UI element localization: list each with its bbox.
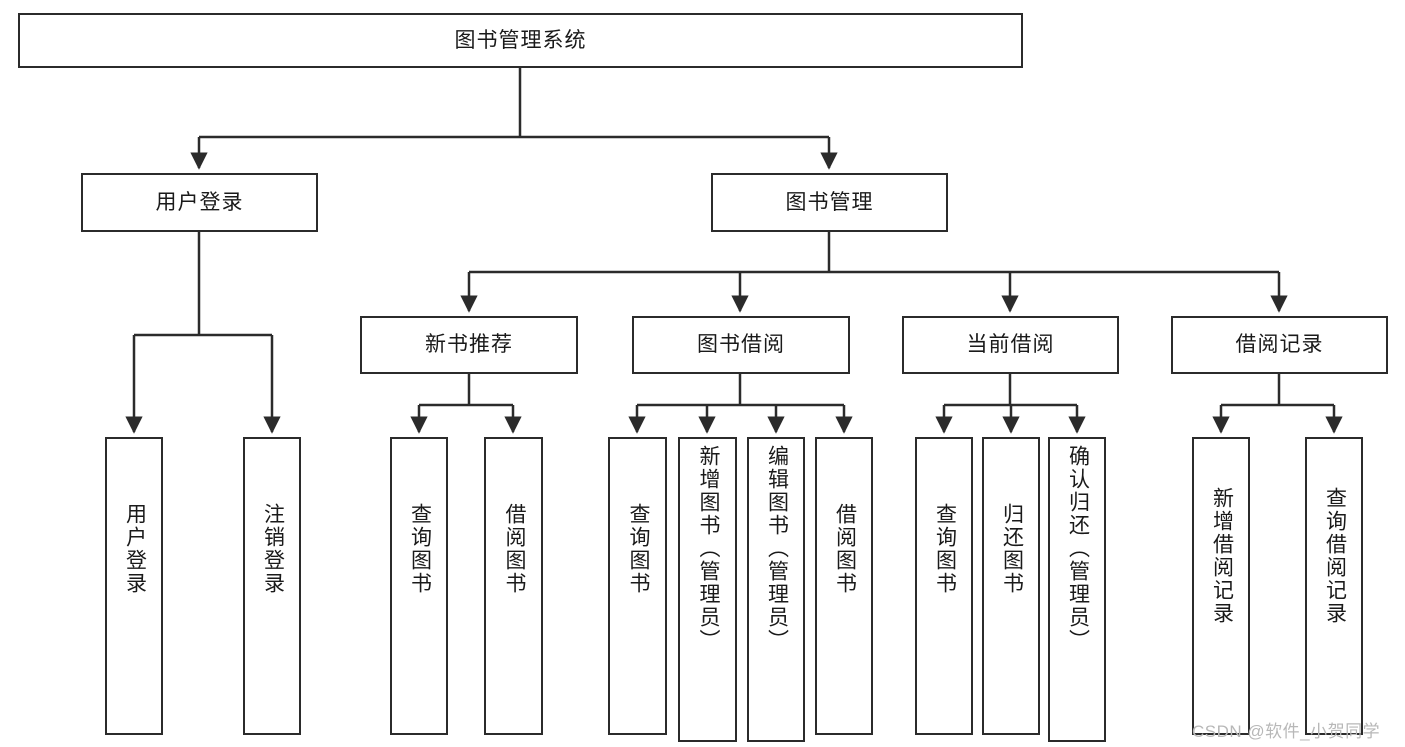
node-user-login[interactable]: 用户登录	[81, 173, 318, 232]
leaf-borrow-books-newbooks-label: 借阅图书	[502, 503, 526, 595]
leaf-logout-label: 注销登录	[261, 503, 285, 595]
leaf-return-book[interactable]: 归还图书	[982, 437, 1040, 735]
leaf-query-borrow-record[interactable]: 查询借阅记录	[1305, 437, 1363, 735]
leaf-query-books-borrow-label: 查询图书	[626, 503, 650, 595]
leaf-confirm-return-admin[interactable]: 确认归还（管理员）	[1048, 437, 1106, 742]
leaf-add-borrow-record-label: 新增借阅记录	[1210, 487, 1234, 625]
node-current-borrow-label: 当前借阅	[966, 333, 1055, 357]
node-new-book-recommend[interactable]: 新书推荐	[360, 316, 578, 374]
watermark: CSDN @软件_小贺同学	[1192, 722, 1381, 741]
leaf-query-books-newbooks-label: 查询图书	[408, 503, 432, 595]
node-root-label: 图书管理系统	[454, 28, 587, 52]
leaf-query-books-current-label: 查询图书	[933, 503, 957, 595]
node-book-management[interactable]: 图书管理	[711, 173, 948, 232]
leaf-query-books-newbooks[interactable]: 查询图书	[390, 437, 448, 735]
node-book-borrow[interactable]: 图书借阅	[632, 316, 850, 374]
leaf-edit-book-admin[interactable]: 编辑图书（管理员）	[747, 437, 805, 742]
leaf-query-books-borrow[interactable]: 查询图书	[608, 437, 667, 735]
leaf-edit-book-admin-label: 编辑图书（管理员）	[765, 445, 789, 652]
node-borrow-records[interactable]: 借阅记录	[1171, 316, 1388, 374]
node-root[interactable]: 图书管理系统	[18, 13, 1023, 68]
node-user-login-label: 用户登录	[155, 190, 244, 214]
node-borrow-records-label: 借阅记录	[1235, 333, 1324, 357]
node-book-management-label: 图书管理	[785, 190, 874, 214]
leaf-return-book-label: 归还图书	[1000, 503, 1024, 595]
leaf-query-borrow-record-label: 查询借阅记录	[1323, 487, 1347, 625]
node-book-borrow-label: 图书借阅	[697, 333, 785, 357]
leaf-add-book-admin[interactable]: 新增图书（管理员）	[678, 437, 737, 742]
leaf-logout[interactable]: 注销登录	[243, 437, 301, 735]
leaf-add-book-admin-label: 新增图书（管理员）	[696, 445, 720, 652]
leaf-lend-book[interactable]: 借阅图书	[815, 437, 873, 735]
node-new-book-recommend-label: 新书推荐	[425, 333, 513, 357]
leaf-lend-book-label: 借阅图书	[833, 503, 857, 595]
leaf-query-books-current[interactable]: 查询图书	[915, 437, 973, 735]
leaf-confirm-return-admin-label: 确认归还（管理员）	[1066, 445, 1090, 652]
leaf-user-login[interactable]: 用户登录	[105, 437, 163, 735]
leaf-borrow-books-newbooks[interactable]: 借阅图书	[484, 437, 543, 735]
leaf-add-borrow-record[interactable]: 新增借阅记录	[1192, 437, 1250, 735]
leaf-user-login-label: 用户登录	[123, 503, 147, 595]
node-current-borrow[interactable]: 当前借阅	[902, 316, 1119, 374]
